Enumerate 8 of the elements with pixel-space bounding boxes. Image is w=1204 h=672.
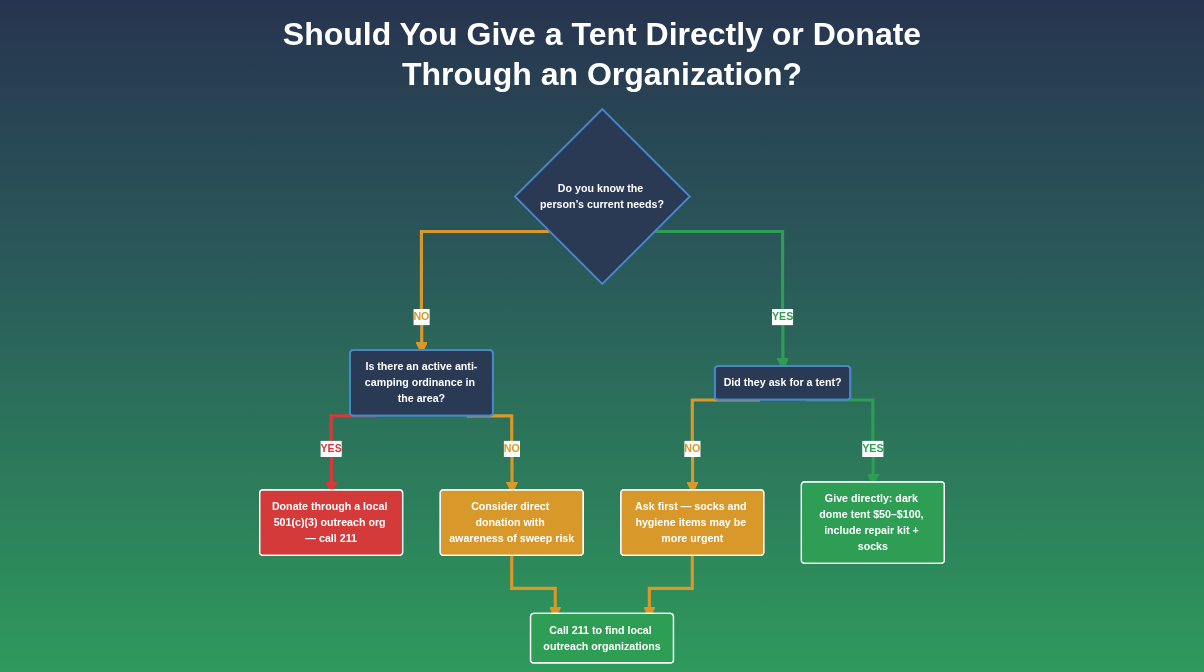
edge-label: YES [320, 442, 342, 455]
node-diamond: Do you know the person’s current needs? [513, 107, 692, 286]
edge-label: YES [862, 442, 884, 455]
edge-label: YES [771, 310, 794, 323]
edge-label: NO [684, 442, 701, 455]
title: Should You Give a Tent Directly or Donate Through an Organization? [281, 15, 923, 94]
edge-label: NO [503, 442, 520, 455]
edge-label: NO [413, 310, 430, 323]
